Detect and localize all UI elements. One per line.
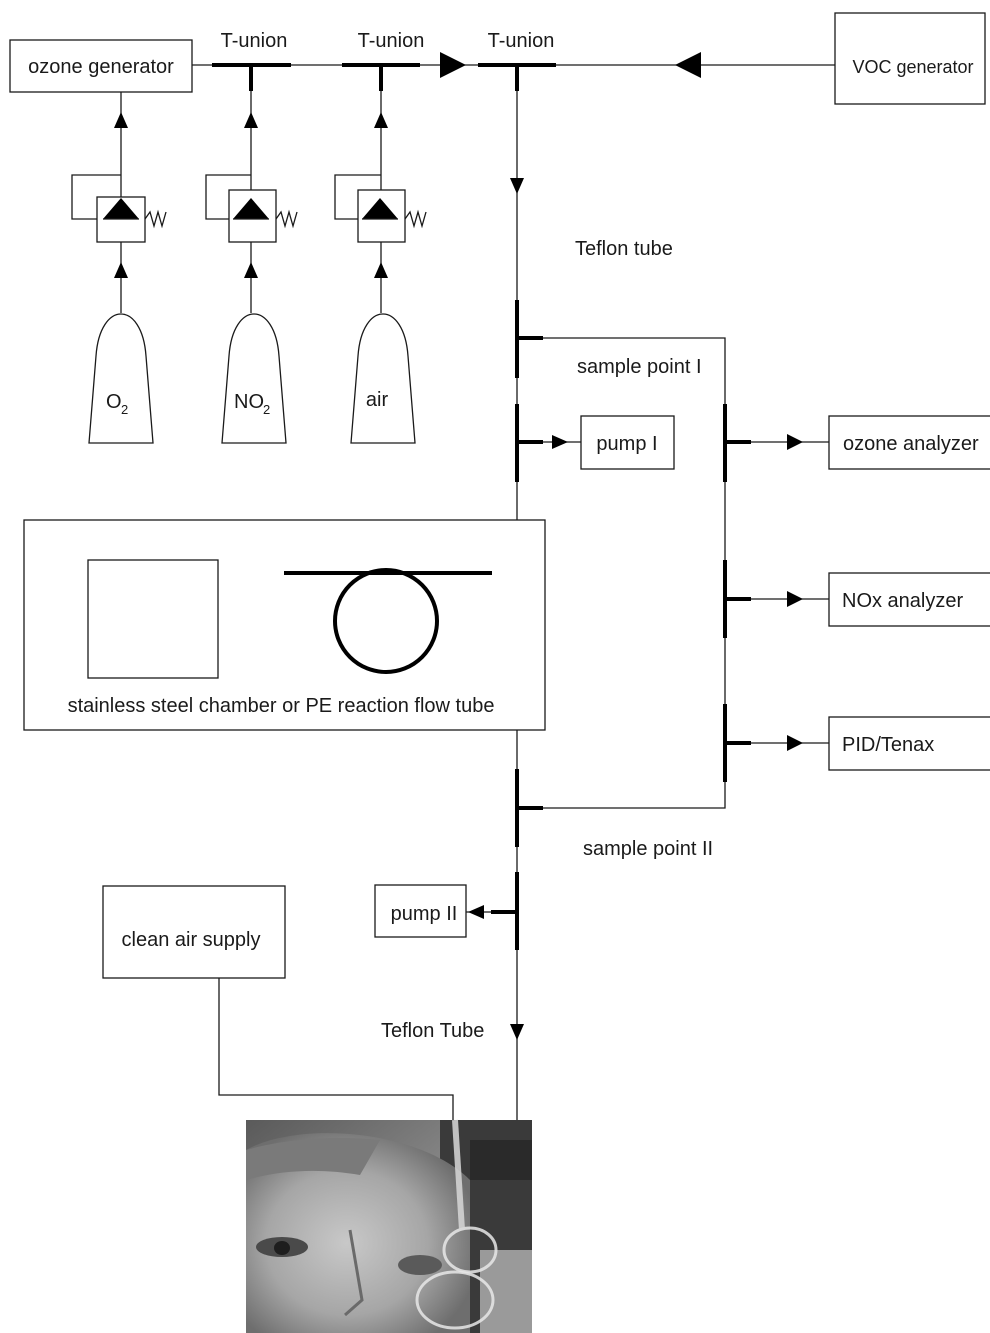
air-cylinder-label: air [366, 389, 389, 411]
t-union-3-label: T-union [488, 30, 555, 52]
sample-manifold-line [543, 338, 725, 808]
pump-1-tee [517, 404, 581, 482]
arrow-right-icon [440, 52, 466, 78]
no2-supply-line [206, 91, 297, 313]
teflon-tube-top-label: Teflon tube [575, 238, 673, 260]
sample-point-2-tee [517, 769, 543, 847]
voc-generator-label: VOC generator [852, 57, 973, 77]
air-supply-line [335, 91, 426, 313]
pid-tenax-tee [725, 704, 829, 782]
sample-point-1-label: sample point I [577, 356, 702, 378]
clean-air-line [219, 978, 453, 1120]
arrow-left-icon [675, 52, 701, 78]
o2-cylinder [89, 314, 153, 443]
ozone-analyzer-label: ozone analyzer [843, 433, 979, 455]
teflon-tube-bottom-label: Teflon Tube [381, 1020, 484, 1042]
o2-cylinder-subscript: 2 [121, 402, 128, 417]
stainless-steel-chamber-icon [88, 560, 218, 678]
pump-2-label: pump II [391, 903, 458, 925]
pid-tenax-label: PID/Tenax [842, 734, 934, 756]
face-with-exposure-mask-photo [246, 1120, 532, 1333]
no2-cylinder-label: NO [234, 391, 264, 413]
nox-analyzer-tee [725, 560, 829, 638]
pump-1-label: pump I [596, 433, 657, 455]
arrow-down-icon [510, 178, 524, 194]
o2-supply-line [72, 92, 166, 313]
no2-cylinder [222, 314, 286, 443]
air-cylinder [351, 314, 415, 443]
arrow-down-icon [510, 1024, 524, 1040]
ozone-analyzer-tee [725, 404, 829, 482]
chamber-label: stainless steel chamber or PE reaction f… [68, 695, 495, 717]
ozone-generator-label: ozone generator [28, 56, 174, 78]
sample-point-2-label: sample point II [583, 838, 713, 860]
no2-cylinder-subscript: 2 [263, 402, 270, 417]
o2-cylinder-label: O [106, 391, 122, 413]
nox-analyzer-label: NOx analyzer [842, 590, 963, 612]
sample-point-1-tee [517, 300, 543, 378]
t-union-2 [342, 65, 420, 91]
t-union-3 [478, 65, 556, 91]
clean-air-supply-label: clean air supply [122, 929, 261, 951]
t-union-2-label: T-union [358, 30, 425, 52]
t-union-1 [212, 65, 291, 91]
t-union-1-label: T-union [221, 30, 288, 52]
pump-2-tee [466, 872, 517, 950]
